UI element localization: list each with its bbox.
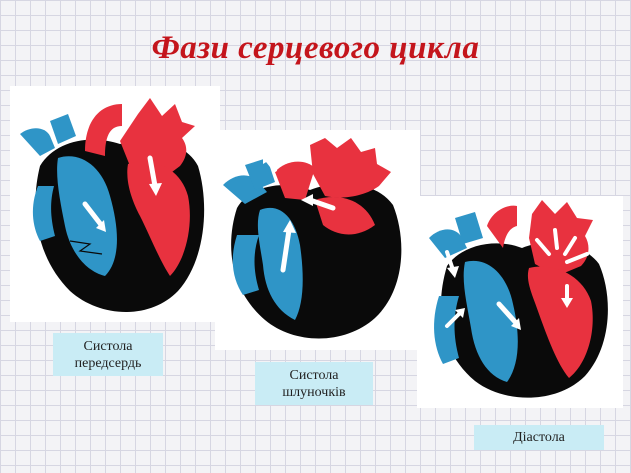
label-atrial-systole-line2: передсердь bbox=[75, 355, 142, 372]
label-ventricular-systole-line1: Систола bbox=[282, 367, 345, 384]
label-ventricular-systole-line2: шлуночків bbox=[282, 384, 345, 401]
heart-diastole-panel bbox=[417, 196, 623, 408]
label-atrial-systole-line1: Систола bbox=[75, 338, 142, 355]
label-diastole-line1: Діастола bbox=[513, 429, 565, 446]
heart-diagram-icon bbox=[417, 196, 623, 408]
heart-diagram-icon bbox=[215, 130, 420, 350]
heart-diagram-icon bbox=[10, 86, 220, 322]
heart-atrial-systole-panel bbox=[10, 86, 220, 322]
label-ventricular-systole: Систола шлуночків bbox=[255, 362, 373, 405]
heart-ventricular-systole-panel bbox=[215, 130, 420, 350]
page-title: Фази серцевого цикла bbox=[0, 30, 631, 67]
label-diastole: Діастола bbox=[474, 425, 604, 450]
label-atrial-systole: Систола передсердь bbox=[53, 333, 163, 376]
